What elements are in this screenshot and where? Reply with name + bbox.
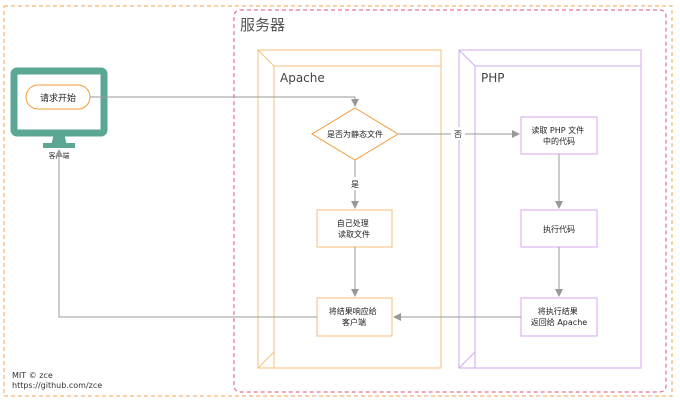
execute-label: 执行代码 <box>543 224 575 234</box>
php-container <box>458 49 642 369</box>
execute-node <box>520 209 598 248</box>
return-result-node <box>520 297 598 337</box>
decision-label: 是否为静态文件 <box>327 129 383 139</box>
read-php-label: 读取 PHP 文件 中的代码 <box>531 125 586 146</box>
server-label: 服务器 <box>240 16 285 34</box>
client-region <box>3 5 673 397</box>
return-result-label: 将执行结果 返回给 Apache <box>531 306 587 327</box>
handle-self-label: 自己处理 读取文件 <box>337 218 372 239</box>
apache-container <box>257 49 442 369</box>
author-url[interactable]: https://github.com/zce <box>12 381 103 390</box>
server-region <box>233 9 667 393</box>
copyright-text: MIT © zce <box>12 371 53 380</box>
edge-respond-to-client <box>55 149 317 318</box>
edge-label-no: 否 <box>454 130 462 139</box>
read-php-node <box>520 116 598 155</box>
edge-label-yes: 是 <box>351 180 359 189</box>
start-request-label: 请求开始 <box>40 92 76 104</box>
edge-request-to-decision <box>90 96 359 107</box>
respond-node <box>316 297 393 337</box>
respond-label: 将结果响应给 客户端 <box>329 306 380 327</box>
apache-title: Apache <box>280 71 325 85</box>
php-title: PHP <box>481 71 505 85</box>
handle-self-node <box>316 209 393 248</box>
